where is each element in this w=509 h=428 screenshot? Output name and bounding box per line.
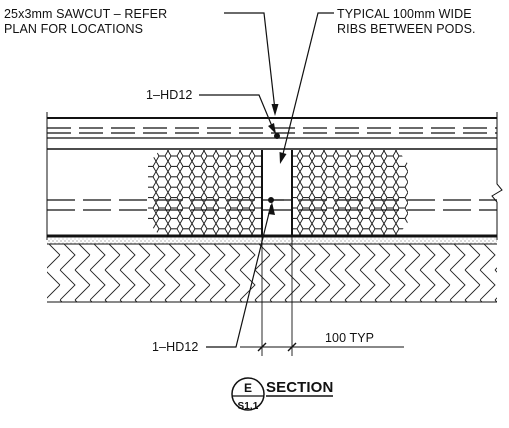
rib-dimension-label: 100 TYP: [325, 331, 374, 345]
ribs-leader: [281, 12, 334, 159]
bottom-bar-label: 1–HD12: [152, 340, 198, 354]
bottom-bar-arrowhead: [268, 202, 275, 215]
section-title: SECTION: [266, 379, 333, 396]
sand-layer: [47, 237, 497, 244]
compacted-ground: [47, 244, 497, 302]
bottom-bar-leader: [206, 204, 272, 348]
dim-tick-left: [257, 342, 267, 352]
section-sheet-ref: S1.1: [238, 401, 259, 412]
sawcut-leader: [224, 12, 276, 111]
waffle-pod-right: [292, 150, 408, 236]
top-bar-dot: [274, 133, 280, 139]
section-letter: E: [244, 381, 252, 395]
top-bar-leader: [199, 94, 275, 132]
ribs-note-line1: TYPICAL 100mm WIDE: [337, 7, 472, 21]
dim-tick-right: [287, 342, 297, 352]
break-line-right: [491, 112, 503, 240]
top-bar-label: 1–HD12: [146, 88, 192, 102]
sawcut-note-line2: PLAN FOR LOCATIONS: [4, 22, 143, 36]
bottom-bar-dot: [268, 197, 274, 203]
section-bubble: [231, 377, 265, 411]
sawcut-arrowhead: [271, 104, 279, 116]
top-bar-arrowhead: [268, 123, 276, 134]
sawcut-note-line1: 25x3mm SAWCUT – REFER: [4, 7, 167, 21]
ribs-arrowhead: [279, 152, 287, 164]
ribs-note-line2: RIBS BETWEEN PODS.: [337, 22, 476, 36]
section-marker: E S1.1 SECTION: [231, 377, 333, 412]
waffle-pod-left: [148, 150, 262, 236]
